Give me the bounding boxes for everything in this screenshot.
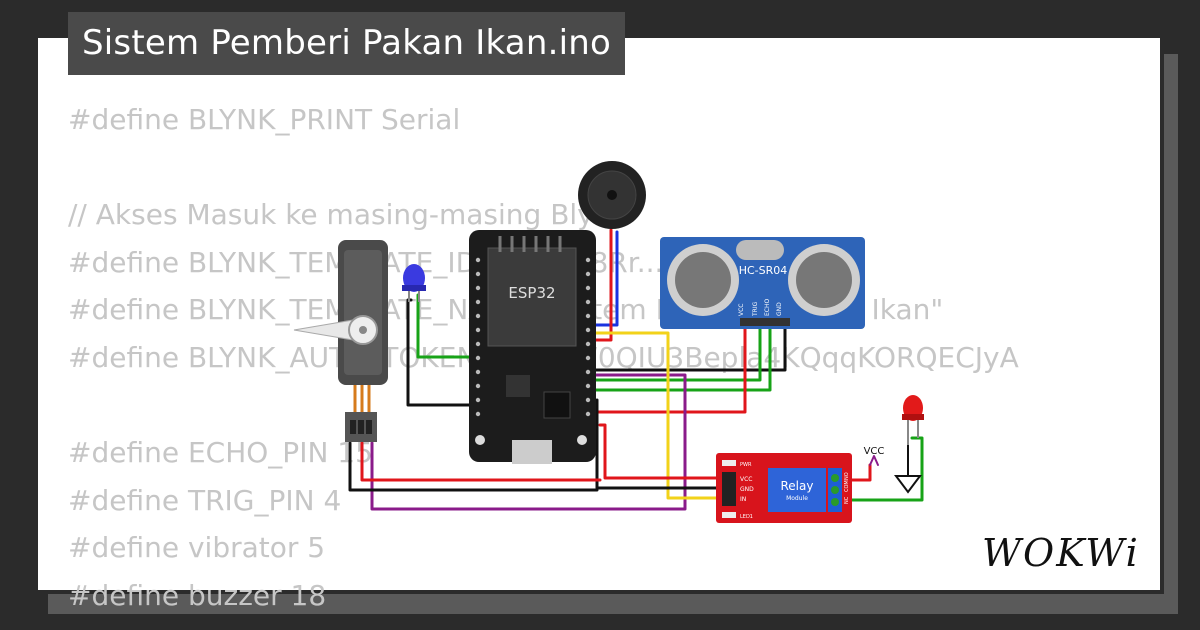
- relay-pin-vcc: VCC: [740, 476, 752, 483]
- wire-red-servo: [360, 441, 602, 482]
- code-card: #define BLYNK_PRINT Serial // Akses Masu…: [34, 34, 1164, 612]
- wire-black-servo: [348, 441, 599, 492]
- wire-blue: [590, 230, 619, 327]
- servo-motor: [293, 240, 388, 442]
- logo-text: WOKWi: [982, 531, 1140, 575]
- buzzer: [578, 161, 646, 229]
- sensor-pin-vcc: VCC: [738, 304, 745, 316]
- wire-red-out: [850, 463, 872, 482]
- sensor-pin-trig: TRIG: [752, 301, 759, 317]
- wire-black-relay: [595, 398, 722, 490]
- wire-purple: [370, 373, 687, 511]
- esp32-label: ESP32: [508, 284, 555, 302]
- sensor-label: HC-SR04: [739, 264, 788, 277]
- wire-red-buzzer: [590, 228, 613, 342]
- hc-sr04-sensor: HC-SR04 VCC TRIG ECHO GND: [660, 237, 865, 329]
- relay-sublabel: Module: [786, 495, 808, 502]
- project-title: Sistem Pemberi Pakan Ikan.ino: [68, 12, 625, 75]
- relay-out-com: COM: [844, 480, 850, 492]
- wire-red-vcc: [590, 320, 747, 414]
- wire-vcc: [869, 455, 879, 466]
- wire-green-led: [416, 293, 472, 359]
- relay-led: LED1: [740, 514, 753, 520]
- blue-led: [402, 264, 426, 302]
- relay-pin-gnd: GND: [740, 486, 754, 493]
- sensor-pin-gnd: GND: [776, 302, 783, 316]
- wire-black-gnd: [590, 320, 787, 372]
- relay-pwr: PWR: [740, 462, 752, 468]
- esp32-board: ESP32: [469, 230, 596, 464]
- vcc-label: VCC: [864, 446, 885, 457]
- sensor-pin-echo: ECHO: [764, 299, 771, 316]
- ground-symbol: [894, 445, 922, 494]
- wire-green-trig: [590, 320, 762, 382]
- wire-yellow: [590, 331, 722, 500]
- relay-label: Relay: [781, 479, 814, 493]
- relay-module: PWR LED1 VCC GND IN Relay Module NO COM …: [716, 453, 852, 523]
- red-led: [902, 395, 924, 445]
- relay-out-nc: NC: [844, 496, 850, 504]
- wokwi-logo: WOKWi: [982, 531, 1140, 575]
- relay-pin-in: IN: [740, 496, 746, 503]
- wire-green-echo: [590, 320, 772, 392]
- wire-red-relay: [598, 423, 722, 480]
- relay-out-no: NO: [844, 472, 850, 480]
- wire-green-out: [850, 436, 924, 502]
